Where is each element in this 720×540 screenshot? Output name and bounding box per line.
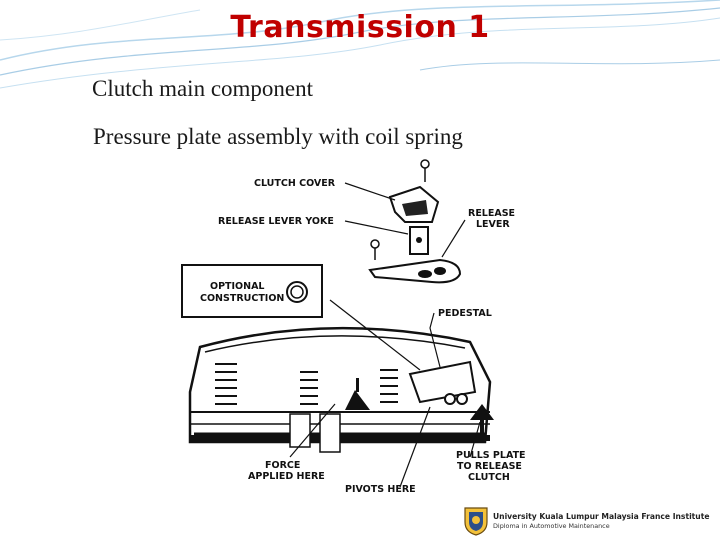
label-release: RELEASE	[468, 208, 515, 219]
label-optional: OPTIONAL	[210, 281, 265, 292]
leader-lines	[289, 182, 481, 488]
footer-institute: University Kuala Lumpur Malaysia France …	[493, 512, 710, 521]
slide-title: Transmission 1	[230, 10, 490, 45]
label-release-lever-yoke: RELEASE LEVER YOKE	[218, 216, 334, 227]
label-pulls-plate: PULLS PLATE	[456, 450, 526, 461]
background-waves	[0, 0, 720, 89]
label-to-release: TO RELEASE	[457, 461, 522, 472]
diagram-caption: Pressure plate assembly with coil spring	[93, 124, 463, 149]
label-pivots-here: PIVOTS HERE	[345, 484, 416, 495]
label-construction: CONSTRUCTION	[200, 293, 284, 304]
label-lever: LEVER	[476, 219, 510, 230]
clutch-cover-bolt	[420, 159, 430, 182]
label-force: FORCE	[265, 460, 300, 471]
label-pedestal: PEDESTAL	[438, 308, 492, 319]
yoke-bolt	[370, 239, 380, 260]
label-applied-here: APPLIED HERE	[248, 471, 325, 482]
label-clutch-cover: CLUTCH COVER	[254, 178, 336, 189]
university-crest-icon	[464, 507, 488, 536]
slide-subtitle: Clutch main component	[92, 76, 314, 101]
release-lever-part	[368, 258, 462, 284]
pressure-plate-diagram: CLUTCH COVER RELEASE LEVER YOKE RELEASE …	[181, 159, 526, 495]
footer-branding: University Kuala Lumpur Malaysia France …	[460, 502, 718, 538]
label-clutch: CLUTCH	[468, 472, 510, 483]
pressure-plate-assembly	[188, 326, 494, 453]
footer-program: Diploma in Automotive Maintenance	[493, 522, 610, 530]
